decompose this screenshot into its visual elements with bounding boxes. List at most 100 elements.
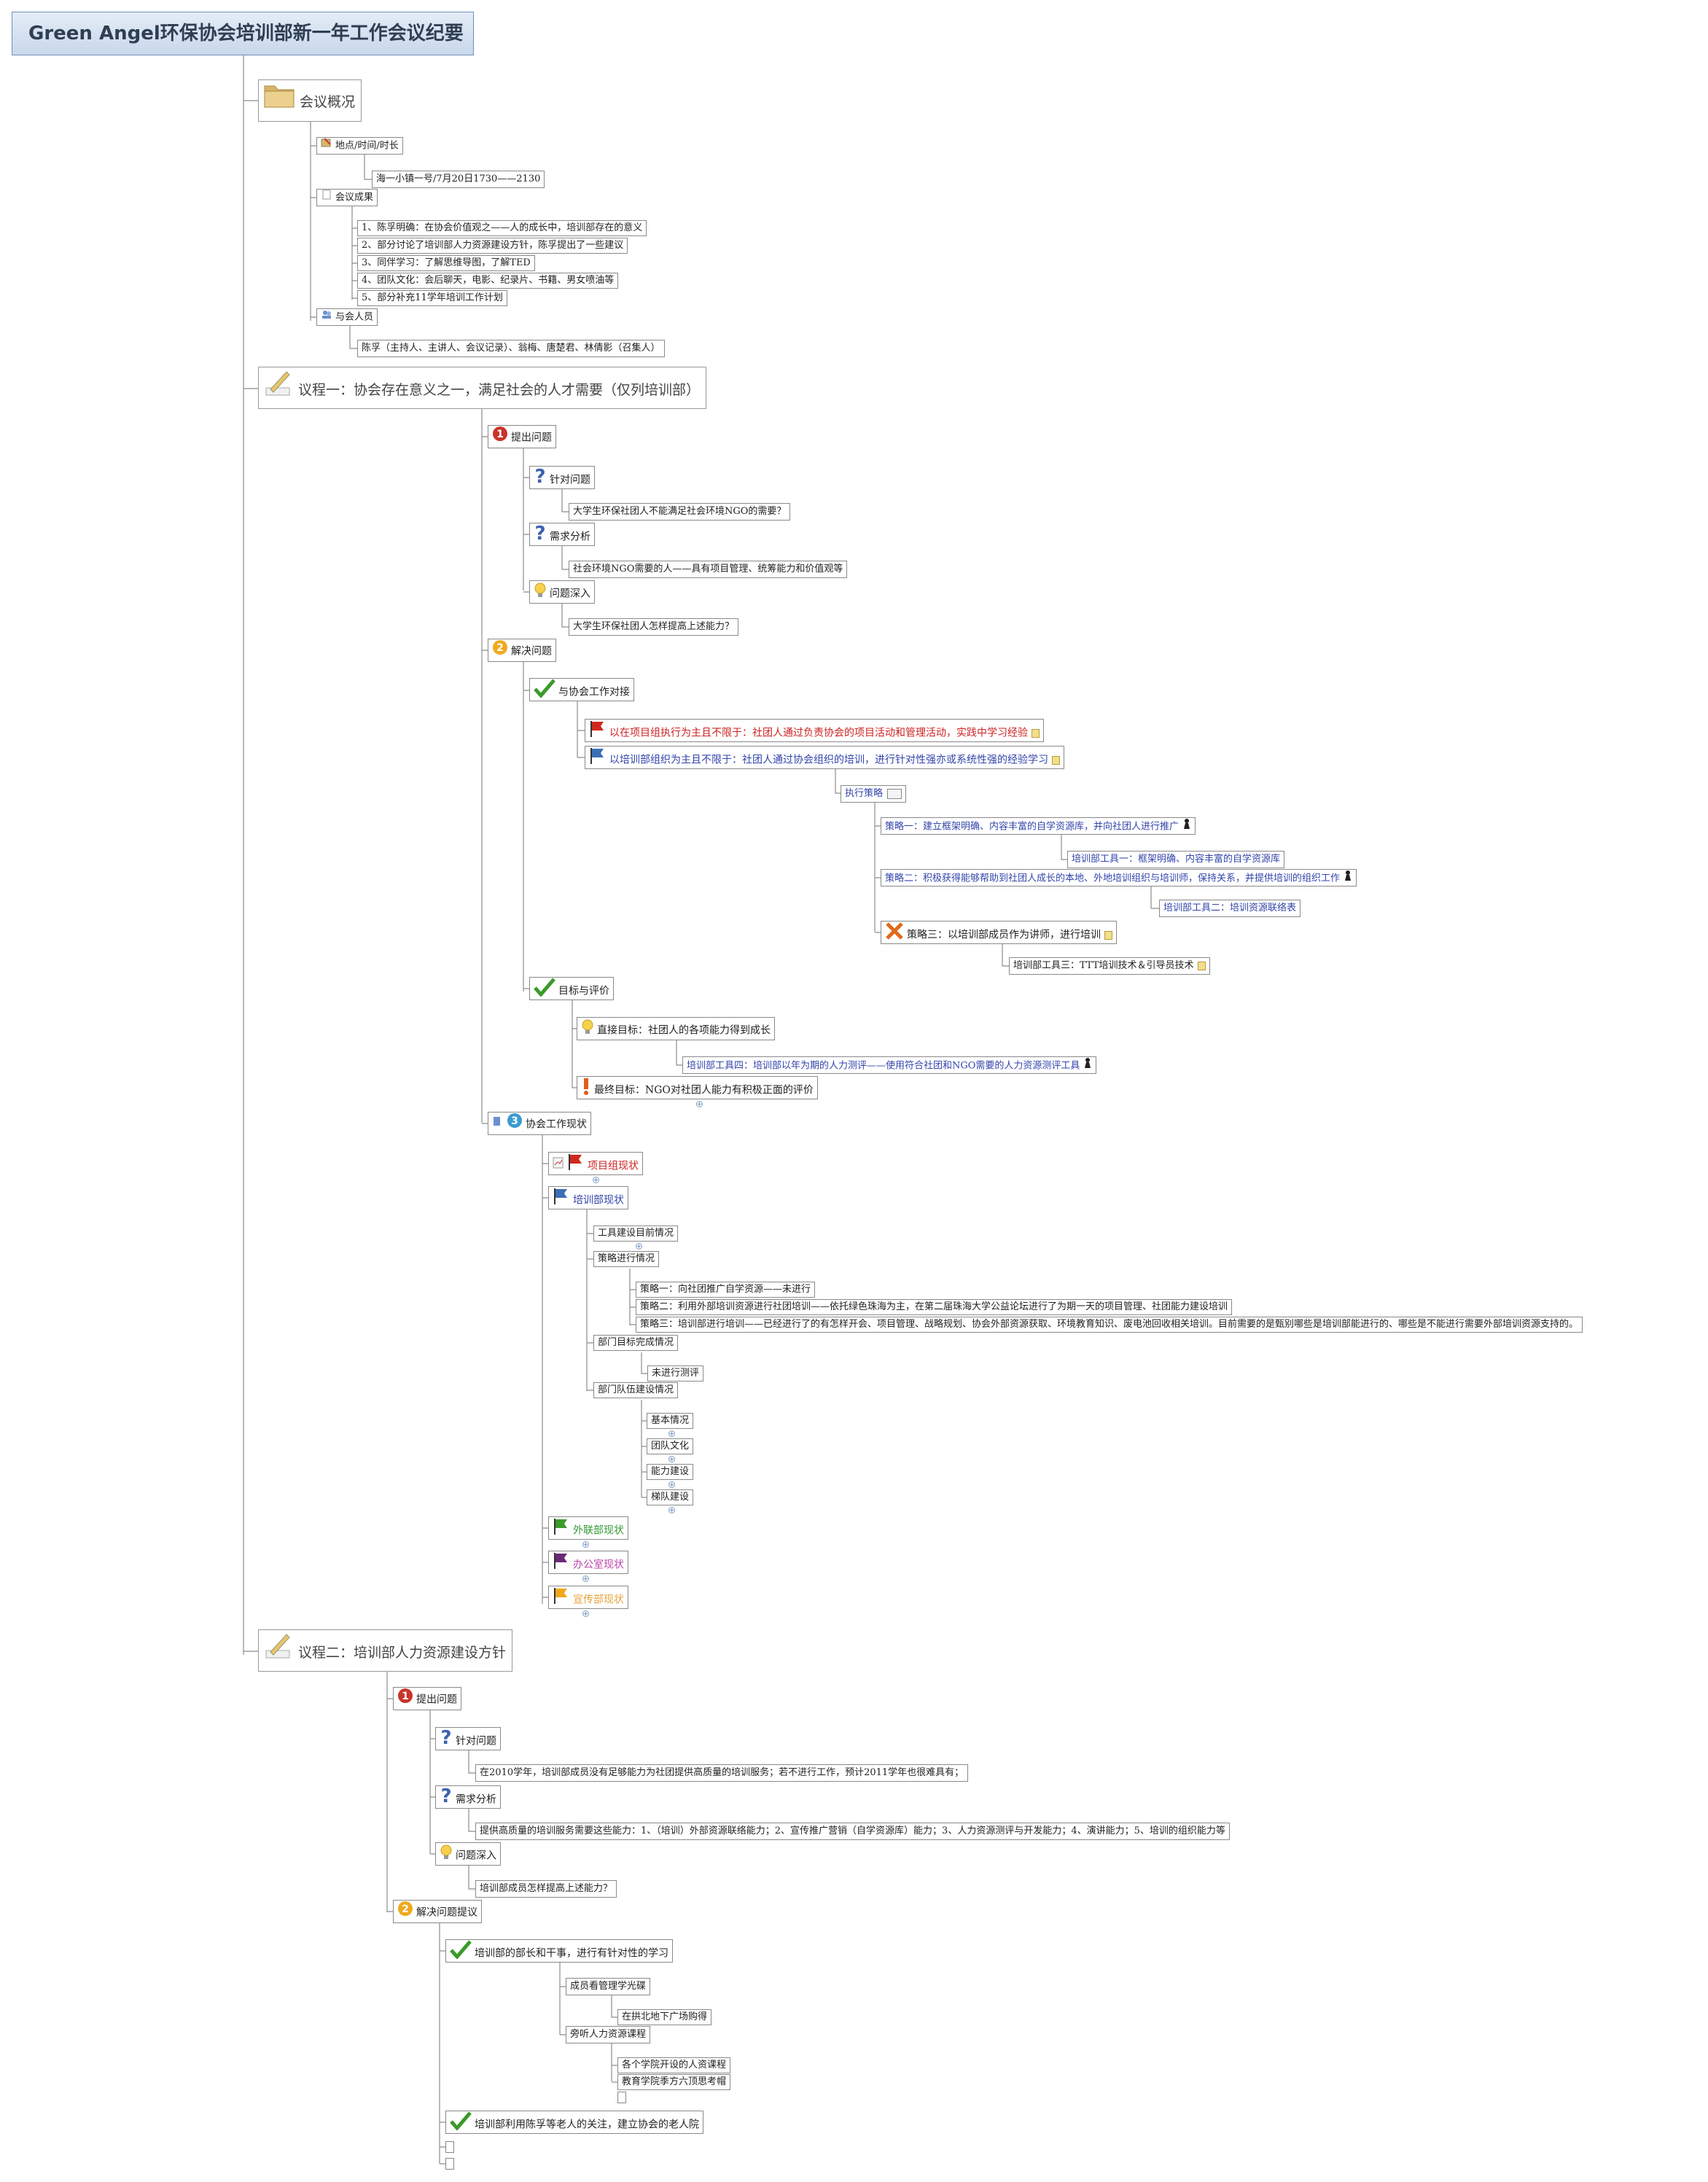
expand-toggle[interactable]: + bbox=[582, 1575, 589, 1582]
svg-text:?: ? bbox=[440, 1728, 451, 1747]
document-icon bbox=[321, 190, 332, 206]
topic-goal-status-detail[interactable]: 未进行测评 bbox=[647, 1365, 704, 1382]
topic-deep-question-2[interactable]: 问题深入 bbox=[435, 1842, 501, 1866]
expand-toggle[interactable]: + bbox=[696, 1101, 703, 1107]
topic-attendees[interactable]: 与会人员 bbox=[316, 308, 378, 326]
topic-strategy-status[interactable]: 策略进行情况 bbox=[593, 1251, 660, 1267]
expand-toggle[interactable]: + bbox=[668, 1481, 675, 1488]
svg-text:2: 2 bbox=[496, 642, 504, 654]
hr-course-1[interactable]: 各个学院开设的人资课程 bbox=[617, 2057, 731, 2073]
svg-text:2: 2 bbox=[402, 1904, 409, 1915]
result-item-4[interactable]: 4、团队文化：会后聊天，电影、纪录片、书籍、男女喷油等 bbox=[357, 273, 619, 289]
topic-dock-blue[interactable]: 以培训部组织为主且不限于：社团人通过协会组织的培训，进行针对性强亦或系统性强的经… bbox=[585, 746, 1064, 769]
topic-dock-work[interactable]: 与协会工作对接 bbox=[529, 678, 634, 701]
note-icon[interactable] bbox=[1197, 961, 1206, 970]
topic-tool-2[interactable]: 培训部工具二：培训资源联络表 bbox=[1159, 900, 1301, 917]
empty-topic[interactable] bbox=[617, 2092, 626, 2103]
topic-strategy-1[interactable]: 策略一：建立框架明确、内容丰富的自学资源库，并向社团人进行推广 bbox=[881, 817, 1196, 835]
topic-exec-strategy[interactable]: 执行策略 bbox=[841, 785, 907, 803]
topic-team-status[interactable]: 部门队伍建设情况 bbox=[593, 1382, 679, 1398]
topic-office-status[interactable]: 办公室现状 bbox=[548, 1551, 628, 1574]
topic-external-status[interactable]: 外联部现状 bbox=[548, 1516, 628, 1540]
team-item-basic[interactable]: 基本情况 bbox=[647, 1413, 694, 1429]
topic-agenda-2[interactable]: 议程二：培训部人力资源建设方针 bbox=[258, 1629, 513, 1672]
topic-attendees-detail[interactable]: 陈孚（主持人、主讲人、会议记录）、翁梅、唐楚君、林倩影（召集人） bbox=[357, 340, 665, 357]
topic-training-status[interactable]: 培训部现状 bbox=[548, 1186, 628, 1209]
topic-tool-4[interactable]: 培训部工具四：培训部以年为期的人力测评——使用符合社团和NGO需要的人力资源测评… bbox=[682, 1056, 1097, 1074]
topic-tool-3[interactable]: 培训部工具三：TTT培训技术＆引导员技术 bbox=[1009, 957, 1210, 975]
empty-topic[interactable] bbox=[445, 2141, 454, 2153]
topic-elder-home[interactable]: 培训部利用陈孚等老人的关注，建立协会的老人院 bbox=[445, 2111, 703, 2134]
result-item-3[interactable]: 3、同伴学习：了解思维导图，了解TED bbox=[357, 255, 535, 271]
note-icon[interactable] bbox=[1052, 755, 1060, 765]
topic-target-question-2[interactable]: ?针对问题 bbox=[435, 1727, 501, 1750]
topic-deep-question[interactable]: 问题深入 bbox=[529, 580, 595, 604]
topic-deep-detail-2[interactable]: 培训部成员怎样提高上述能力？ bbox=[475, 1880, 617, 1898]
red-flag-icon bbox=[589, 720, 607, 747]
document-icon[interactable] bbox=[887, 788, 902, 799]
strategy-status-2[interactable]: 策略二：利用外部培训资源进行社团培训——依托绿色珠海为主，在第二届珠海大学公益论… bbox=[636, 1299, 1233, 1315]
topic-tools-status[interactable]: 工具建设目前情况 bbox=[593, 1226, 679, 1242]
expand-toggle[interactable]: + bbox=[636, 1243, 642, 1250]
note-icon[interactable] bbox=[1104, 930, 1112, 940]
topic-overview[interactable]: 会议概况 bbox=[258, 79, 362, 122]
expand-toggle[interactable]: + bbox=[668, 1507, 675, 1513]
result-item-1[interactable]: 1、陈孚明确：在协会价值观之——人的成长中，培训部存在的意义 bbox=[357, 220, 647, 236]
compass-icon bbox=[321, 138, 332, 154]
topic-target-detail[interactable]: 大学生环保社团人不能满足社会环境NGO的需要？ bbox=[569, 503, 791, 521]
topic-publicity-status[interactable]: 宣传部现状 bbox=[548, 1586, 628, 1609]
topic-target-question[interactable]: ?针对问题 bbox=[529, 466, 595, 489]
expand-toggle[interactable]: + bbox=[668, 1456, 675, 1462]
topic-goal-direct[interactable]: 直接目标：社团人的各项能力得到成长 bbox=[577, 1017, 775, 1040]
topic-goal[interactable]: 目标与评价 bbox=[529, 977, 614, 1000]
topic-place-detail[interactable]: 海一小镇一号/7月20日1730——2130 bbox=[372, 171, 545, 188]
topic-strategy-2[interactable]: 策略二：积极获得能够帮助到社团人成长的本地、外地培训组织与培训师，保持关系，并提… bbox=[881, 869, 1357, 887]
expand-toggle[interactable]: + bbox=[668, 1430, 675, 1437]
topic-watch-dvd[interactable]: 成员看管理学光碟 bbox=[566, 1978, 651, 1995]
expand-toggle[interactable]: + bbox=[582, 1610, 589, 1617]
question-icon: ? bbox=[440, 1785, 453, 1813]
topic-goal-final[interactable]: 最终目标：NGO对社团人能力有积极正面的评价 bbox=[577, 1076, 818, 1099]
topic-dvd-source[interactable]: 在拱北地下广场购得 bbox=[617, 2009, 712, 2025]
topic-deep-detail[interactable]: 大学生环保社团人怎样提高上述能力？ bbox=[569, 618, 739, 636]
note-icon[interactable] bbox=[1032, 728, 1040, 738]
team-item-ability[interactable]: 能力建设 bbox=[647, 1464, 694, 1480]
topic-targeted-learning[interactable]: 培训部的部长和干事，进行有针对性的学习 bbox=[445, 1939, 673, 1963]
empty-topic[interactable] bbox=[445, 2158, 454, 2170]
expand-toggle[interactable]: + bbox=[593, 1177, 599, 1183]
team-item-culture[interactable]: 团队文化 bbox=[647, 1438, 694, 1454]
team-item-echelon[interactable]: 梯队建设 bbox=[647, 1489, 694, 1505]
lightbulb-icon bbox=[440, 1843, 453, 1869]
map-title[interactable]: Green Angel环保协会培训部新一年工作会议纪要 bbox=[12, 12, 474, 55]
priority-2-icon: 2 bbox=[397, 1901, 413, 1925]
topic-strategy-3[interactable]: 策略三：以培训部成员作为讲师，进行培训 bbox=[881, 921, 1117, 944]
topic-results[interactable]: 会议成果 bbox=[316, 189, 378, 206]
topic-dock-red[interactable]: 以在项目组执行为主且不限于：社团人通过负责协会的项目活动和管理活动，实践中学习经… bbox=[585, 719, 1044, 742]
result-item-5[interactable]: 5、部分补充11学年培训工作计划 bbox=[357, 290, 507, 306]
topic-goal-status[interactable]: 部门目标完成情况 bbox=[593, 1335, 679, 1351]
topic-agenda-1[interactable]: 议程一：协会存在意义之一，满足社会的人才需要（仅列培训部） bbox=[258, 367, 707, 409]
topic-need-detail[interactable]: 社会环境NGO需要的人——具有项目管理、统筹能力和价值观等 bbox=[569, 561, 848, 578]
topic-need-analysis[interactable]: ?需求分析 bbox=[529, 523, 595, 546]
hr-course-2[interactable]: 教育学院季方六顶思考帽 bbox=[617, 2074, 731, 2090]
topic-need-detail-2[interactable]: 提供高质量的培训服务需要这些能力：1、（培训）外部资源联络能力；2、宣传推广营销… bbox=[475, 1823, 1230, 1840]
svg-text:?: ? bbox=[534, 523, 545, 542]
result-item-2[interactable]: 2、部分讨论了培训部人力资源建设方针，陈孚提出了一些建议 bbox=[357, 238, 628, 254]
strategy-status-3[interactable]: 策略三：培训部进行培训——已经进行了的有怎样开会、项目管理、战略规划、协会外部资… bbox=[636, 1317, 1583, 1333]
topic-project-status[interactable]: 项目组现状 bbox=[548, 1152, 643, 1175]
red-flag-icon bbox=[567, 1153, 585, 1180]
topic-target-detail-2[interactable]: 在2010学年，培训部成员没有足够能力为社团提供高质量的培训服务；若不进行工作，… bbox=[475, 1764, 969, 1782]
expand-toggle[interactable]: + bbox=[582, 1541, 589, 1548]
checkmark-icon bbox=[534, 978, 555, 1005]
topic-place[interactable]: 地点/时间/时长 bbox=[316, 137, 403, 155]
checkmark-icon bbox=[450, 2111, 472, 2138]
topic-hr-courses[interactable]: 旁听人力资源课程 bbox=[566, 2026, 651, 2043]
strategy-status-1[interactable]: 策略一：向社团推广自学资源——未进行 bbox=[636, 1282, 816, 1298]
topic-tool-1[interactable]: 培训部工具一：框架明确、内容丰富的自学资源库 bbox=[1067, 851, 1285, 868]
topic-need-analysis-2[interactable]: ?需求分析 bbox=[435, 1785, 501, 1809]
